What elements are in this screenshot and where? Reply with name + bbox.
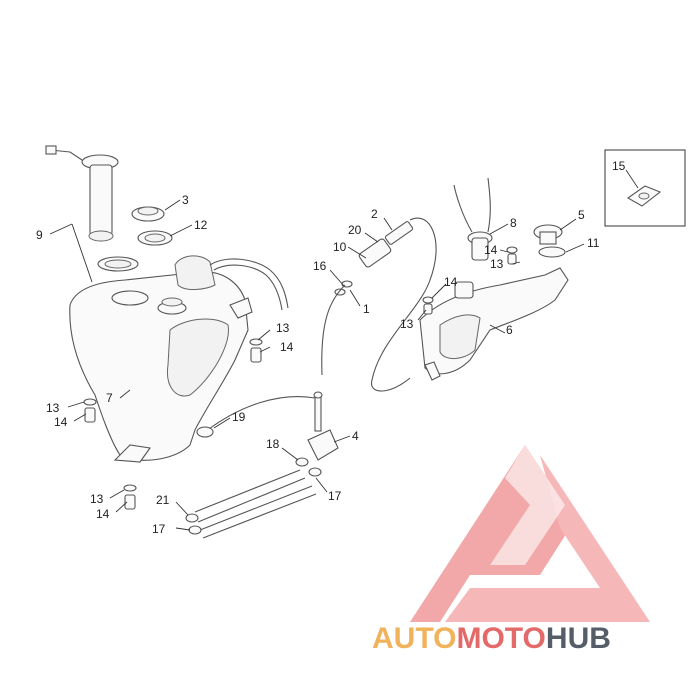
callout-1: 1 — [363, 302, 370, 316]
callout-14-tank-right: 14 — [280, 340, 294, 354]
callout-18: 18 — [266, 437, 280, 451]
cap-gasket — [137, 230, 173, 246]
vent-hose-inner — [213, 264, 283, 311]
callout-15: 15 — [612, 159, 626, 173]
callout-5: 5 — [578, 208, 585, 222]
fuel-tank — [69, 255, 253, 463]
callout-3: 3 — [182, 193, 189, 207]
svg-text:AUTOMOTOHUB: AUTOMOTOHUB — [372, 622, 611, 655]
hose-clamp-21 — [185, 513, 199, 523]
reservoir-bolt-upper — [506, 246, 518, 265]
callout-14-reservoir-lower: 14 — [444, 275, 458, 289]
tank-bolt-bottom — [123, 484, 137, 510]
oil-reservoir — [419, 267, 569, 381]
watermark-hub: HUB — [546, 622, 611, 655]
fuel-tap — [307, 391, 339, 461]
callout-13-tank-left: 13 — [46, 401, 60, 415]
callout-10: 10 — [333, 240, 347, 254]
tap-vacuum-hose — [204, 396, 316, 433]
callout-14-tank-left: 14 — [54, 415, 68, 429]
callout-4: 4 — [352, 429, 359, 443]
tank-cap — [131, 206, 165, 222]
callout-7: 7 — [106, 391, 113, 405]
fuel-pump-valve — [334, 221, 414, 296]
vent-hose — [209, 258, 289, 309]
hose-clamp-17a — [308, 467, 322, 477]
watermark-moto: MOTO — [456, 622, 545, 655]
callout-17-hose: 17 — [152, 522, 166, 536]
watermark-logo — [410, 445, 650, 622]
callout-12: 12 — [194, 218, 208, 232]
callout-16: 16 — [313, 259, 327, 273]
fuel-hose-lower — [199, 485, 313, 531]
callout-13-tank-bottom: 13 — [90, 492, 104, 506]
fuel-hose-upper — [194, 469, 301, 513]
inset-clip-box — [604, 149, 686, 227]
callout-9: 9 — [36, 228, 43, 242]
callout-14-reservoir-upper: 14 — [484, 243, 498, 257]
fuel-hose-upper-2 — [197, 477, 306, 523]
reservoir-washer — [538, 246, 566, 258]
callout-6: 6 — [506, 323, 513, 337]
hose-clamp-17b — [188, 525, 202, 535]
fuel-hose-lower-2 — [202, 493, 317, 539]
callout-11: 11 — [587, 236, 600, 250]
valve-hose-left — [321, 284, 346, 376]
callout-14-tank-bottom: 14 — [96, 507, 110, 521]
callout-21: 21 — [156, 493, 170, 507]
callout-20: 20 — [348, 223, 362, 237]
reservoir-cap — [533, 224, 563, 245]
callout-labels: 1 2 3 4 5 6 7 8 9 10 11 12 13 13 13 13 1… — [36, 159, 626, 536]
callout-13-reservoir-side: 13 — [490, 257, 504, 271]
valve-hose-right — [371, 217, 437, 392]
watermark-auto: AUTO — [372, 622, 456, 655]
watermark-text: AUTOMOTOHUB — [372, 622, 611, 655]
hose-clip-19 — [196, 426, 214, 438]
level-sensor — [453, 177, 493, 261]
fuel-level-sender — [45, 145, 149, 306]
tank-bolt-left — [83, 398, 97, 423]
callout-8: 8 — [510, 216, 517, 230]
hose-clamp-18 — [295, 457, 309, 467]
callout-13-tank-right: 13 — [276, 321, 290, 335]
leader-lines — [49, 169, 639, 531]
callout-2: 2 — [371, 207, 378, 221]
tank-bolt-right — [249, 338, 263, 363]
reservoir-bolt-lower — [422, 296, 434, 315]
callout-17-tap: 17 — [328, 489, 342, 503]
callout-13-reservoir: 13 — [400, 317, 414, 331]
callout-19: 19 — [232, 410, 246, 424]
